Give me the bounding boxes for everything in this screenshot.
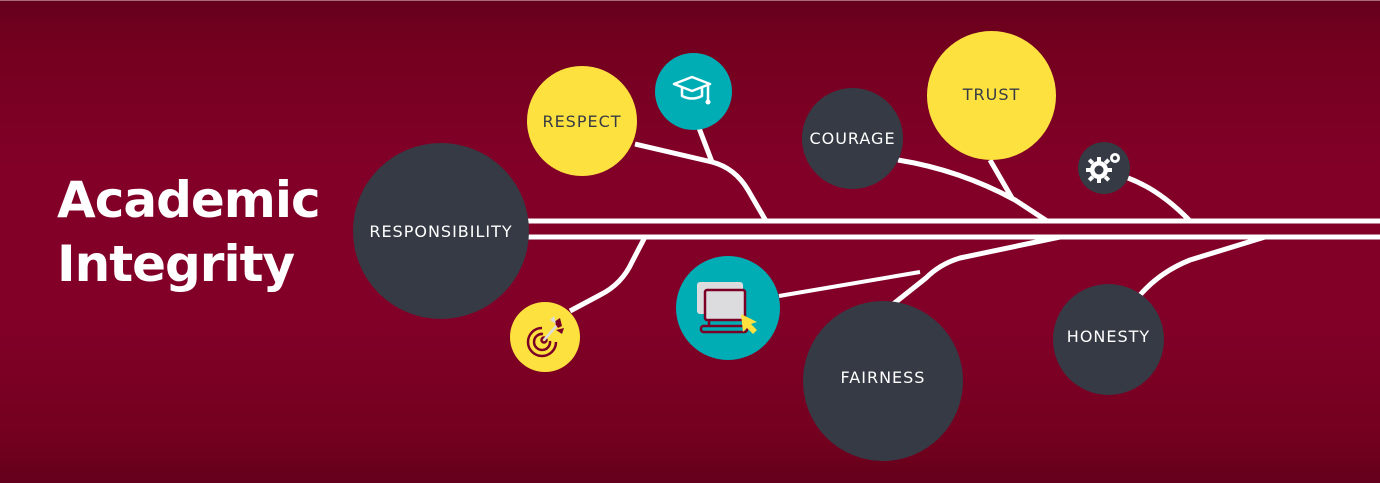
gears-icon: [1086, 153, 1120, 183]
value-label-honesty: HONESTY: [1066, 327, 1151, 346]
value-node-fairness: FAIRNESS: [803, 301, 963, 461]
value-node-courage: COURAGE: [802, 88, 903, 189]
value-label-responsibility: RESPONSIBILITY: [369, 221, 513, 241]
value-label-trust: TRUST: [962, 85, 1021, 104]
value-node-honesty: HONESTY: [1053, 284, 1164, 395]
page-title: Academic Integrity: [57, 168, 321, 296]
computer-node: [676, 256, 780, 360]
value-node-trust: TRUST: [927, 31, 1056, 160]
target-node: [510, 302, 580, 372]
value-label-fairness: FAIRNESS: [840, 367, 926, 387]
value-node-respect: RESPECT: [527, 66, 637, 176]
graduation-cap-icon: [672, 75, 711, 104]
gears-node: [1078, 142, 1130, 194]
title-line-academic: Academic: [57, 171, 321, 229]
target-arrow-icon: [526, 316, 564, 358]
title-line-integrity: Integrity: [57, 235, 295, 293]
top-edge-divider: [0, 0, 1380, 1]
value-label-courage: COURAGE: [809, 129, 896, 148]
value-node-responsibility: RESPONSIBILITY: [353, 143, 529, 319]
value-label-respect: RESPECT: [542, 111, 622, 131]
graduation-cap-node: [655, 53, 732, 130]
computer-cursor-icon: [697, 282, 757, 334]
